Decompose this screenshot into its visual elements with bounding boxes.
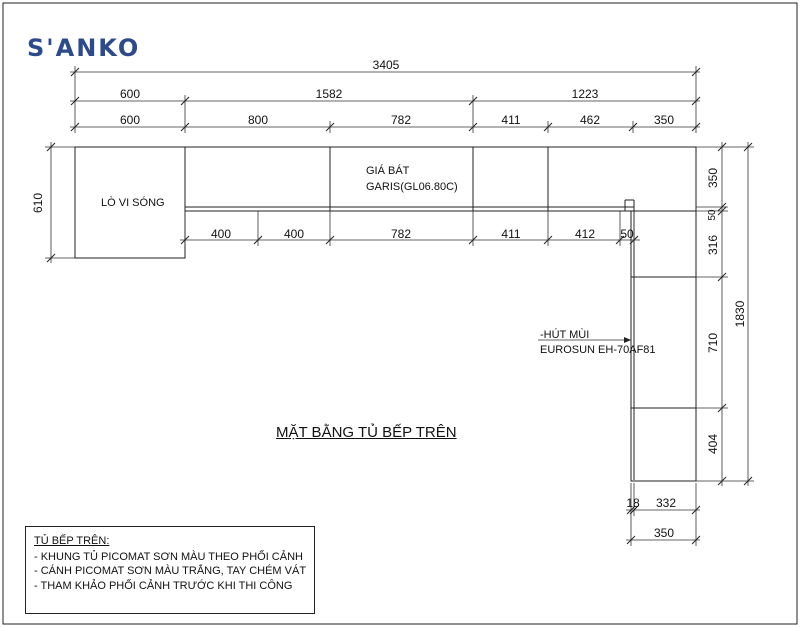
dim-r2-1: 1582 <box>316 87 343 101</box>
notes-title: TỦ BẾP TRÊN: <box>34 535 110 547</box>
dim-right-50: 50 <box>707 209 718 221</box>
dim-in-0: 400 <box>211 227 231 241</box>
dimension-lines <box>45 66 754 546</box>
hood-label: -HÚT MÙI <box>540 328 589 341</box>
dim-r2-0: 600 <box>120 87 140 101</box>
note-item: - CÁNH PICOMAT SƠN MÀU TRẮNG, TAY CHÉM V… <box>34 565 307 577</box>
dim-r3-1: 800 <box>248 113 268 127</box>
dim-right-316: 316 <box>706 235 720 255</box>
dish-rack-model: GARIS(GL06.80C) <box>366 181 458 193</box>
dim-in-1: 400 <box>284 227 304 241</box>
brand-logo: S'ANKO <box>27 34 141 62</box>
notes-box: TỦ BẾP TRÊN: - KHUNG TỦ PICOMAT SƠN MÀU … <box>25 526 315 614</box>
dim-right-total: 1830 <box>733 300 747 327</box>
dim-r2-2: 1223 <box>572 87 599 101</box>
dim-in-2: 782 <box>391 227 411 241</box>
dish-rack-label: GIÁ BÁT <box>366 164 410 177</box>
microwave-label: LÒ VI SÓNG <box>101 196 165 209</box>
dim-right-710: 710 <box>706 333 720 353</box>
dim-right-350: 350 <box>706 168 720 188</box>
dimension-texts: 3405 600 1582 1223 600 800 782 411 462 3… <box>120 58 676 540</box>
dim-right-404: 404 <box>706 434 720 454</box>
dim-bottom-332: 332 <box>656 496 676 510</box>
right-run-cabinets <box>630 210 697 482</box>
dim-in-5: 50 <box>620 227 634 241</box>
dim-r3-0: 600 <box>120 113 140 127</box>
leader-arrow <box>624 337 631 343</box>
dimension-ticks <box>46 67 753 545</box>
dim-left-depth: 610 <box>31 193 45 213</box>
drawing-title: MẶT BẰNG TỦ BẾP TRÊN <box>276 424 457 441</box>
dim-in-4: 412 <box>575 227 595 241</box>
dim-r3-2: 782 <box>391 113 411 127</box>
dim-in-3: 411 <box>501 227 520 241</box>
vertical-dimension-texts: 610 350 50 316 710 404 1830 <box>31 168 747 454</box>
dim-r3-4: 462 <box>580 113 600 127</box>
note-item: - THAM KHẢO PHỐI CẢNH TRƯỚC KHI THI CÔNG <box>34 579 293 592</box>
hood-model: EUROSUN EH-70AF81 <box>540 344 656 356</box>
dim-overall: 3405 <box>373 58 400 72</box>
dim-r3-5: 350 <box>654 113 674 127</box>
top-run-cabinets <box>184 146 697 212</box>
dim-bottom-total: 350 <box>654 526 674 540</box>
dim-bottom-18: 18 <box>626 496 640 510</box>
note-item: - KHUNG TỦ PICOMAT SƠN MÀU THEO PHỐI CẢN… <box>34 550 303 563</box>
item-labels: LÒ VI SÓNG GIÁ BÁT GARIS(GL06.80C) -HÚT … <box>101 164 656 356</box>
dim-r3-3: 411 <box>501 113 520 127</box>
cabinet-outline <box>74 146 697 482</box>
